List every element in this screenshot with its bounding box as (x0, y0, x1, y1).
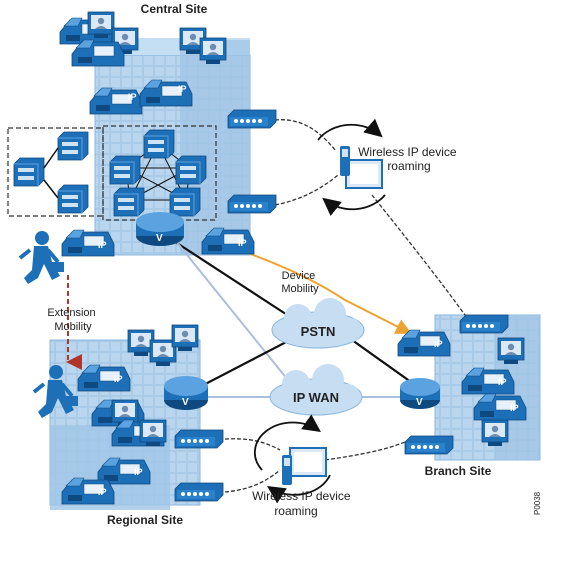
video-phone-icon (87, 11, 115, 39)
wireless-link-central-2 (274, 174, 339, 206)
svg-text:V: V (156, 233, 163, 244)
pstn-cloud: PSTN (271, 298, 365, 349)
central-to-pstn-link (159, 231, 296, 321)
regional-voice-router: V (164, 376, 208, 410)
call-manager-icon (143, 129, 175, 159)
extension-mobility-label: Extension Mobility (47, 307, 98, 333)
ip-phone-regional-1: IP (77, 364, 131, 392)
regional-site-devices: IP IP IP IP IP (61, 324, 224, 505)
wireless-ap-icon (459, 314, 509, 334)
svg-text:IP: IP (114, 374, 123, 384)
ip-phone-branch-2: IP (461, 367, 515, 395)
running-user-icon (32, 365, 78, 418)
svg-text:IP: IP (98, 487, 107, 497)
svg-text:IP: IP (134, 467, 143, 477)
wireless-client-top (317, 118, 386, 217)
wireless-ap-icon (227, 109, 277, 129)
ip-phone-regional-4: IP (97, 457, 151, 485)
central-site-devices: IP IP IP IP (59, 11, 277, 257)
running-user-icon (18, 231, 64, 284)
cluster-box-left (7, 127, 104, 217)
ip-phone (71, 39, 125, 67)
ip-phone-branch-1: IP (397, 329, 451, 357)
wireless-link-branch-2 (324, 441, 406, 461)
wireless-link-regional-1 (224, 438, 281, 451)
wireless-link-branch (371, 194, 471, 323)
ip-phone-branch-3: IP (473, 393, 527, 421)
call-manager-icon (175, 155, 207, 185)
branch-site-devices: IP IP IP (397, 314, 527, 455)
wireless-ap-icon (404, 435, 454, 455)
server-icon (57, 131, 89, 161)
ip-wan-label: IP WAN (293, 390, 339, 405)
server-icon (57, 184, 89, 214)
call-manager-icon (169, 187, 201, 217)
call-manager-icon (109, 155, 141, 185)
wireless-client-bottom (253, 414, 331, 504)
svg-text:IP: IP (498, 377, 507, 387)
ip-phone-regional-5: IP (61, 477, 115, 505)
central-site-label: Central Site (141, 2, 208, 16)
video-phone-icon (497, 337, 525, 365)
pstn-label: PSTN (301, 324, 336, 339)
wireless-ap-icon (227, 194, 277, 214)
video-phone-icon (199, 37, 227, 65)
call-manager-icon (113, 187, 145, 217)
branch-voice-router: V (400, 378, 440, 409)
video-phone-icon (481, 419, 509, 447)
central-voice-router: V (136, 212, 184, 246)
svg-text:V: V (416, 397, 423, 408)
svg-text:IP: IP (238, 238, 247, 248)
branch-site-label: Branch Site (425, 464, 492, 478)
wireless-ap-icon (174, 482, 224, 502)
branch-to-pstn-link (344, 334, 419, 388)
svg-text:IP: IP (510, 403, 519, 413)
wireless-links (224, 119, 471, 493)
video-phone-icon (171, 324, 199, 352)
svg-text:IP: IP (98, 240, 107, 250)
wireless-roaming-bottom-label: Wireless IP device roaming (252, 489, 354, 518)
ip-phone-central-2: IP (139, 79, 193, 107)
central-to-ipwan-link (174, 239, 301, 396)
ip-phone-central-4: IP (201, 227, 255, 255)
wireless-link-central-1 (274, 119, 336, 151)
ip-wan-cloud: IP WAN (269, 364, 363, 416)
svg-text:V: V (182, 397, 189, 408)
wireless-link-regional-2 (224, 469, 281, 493)
wireless-ap-icon (174, 429, 224, 449)
device-mobility-label: Device Mobility (281, 270, 319, 295)
svg-text:IP: IP (178, 84, 187, 94)
cluster-box-right (102, 125, 217, 221)
server-icon (13, 157, 45, 187)
regional-site-label: Regional Site (107, 513, 183, 527)
wireless-roaming-top-label: Wireless IP device roaming (358, 145, 460, 173)
svg-text:IP: IP (128, 92, 137, 102)
figure-id-label: P0038 (533, 491, 542, 515)
ip-phone-central-3: IP (61, 229, 115, 257)
ip-phone-central-1: IP (89, 87, 143, 115)
video-phone-icon (139, 419, 167, 447)
svg-text:IP: IP (434, 339, 443, 349)
